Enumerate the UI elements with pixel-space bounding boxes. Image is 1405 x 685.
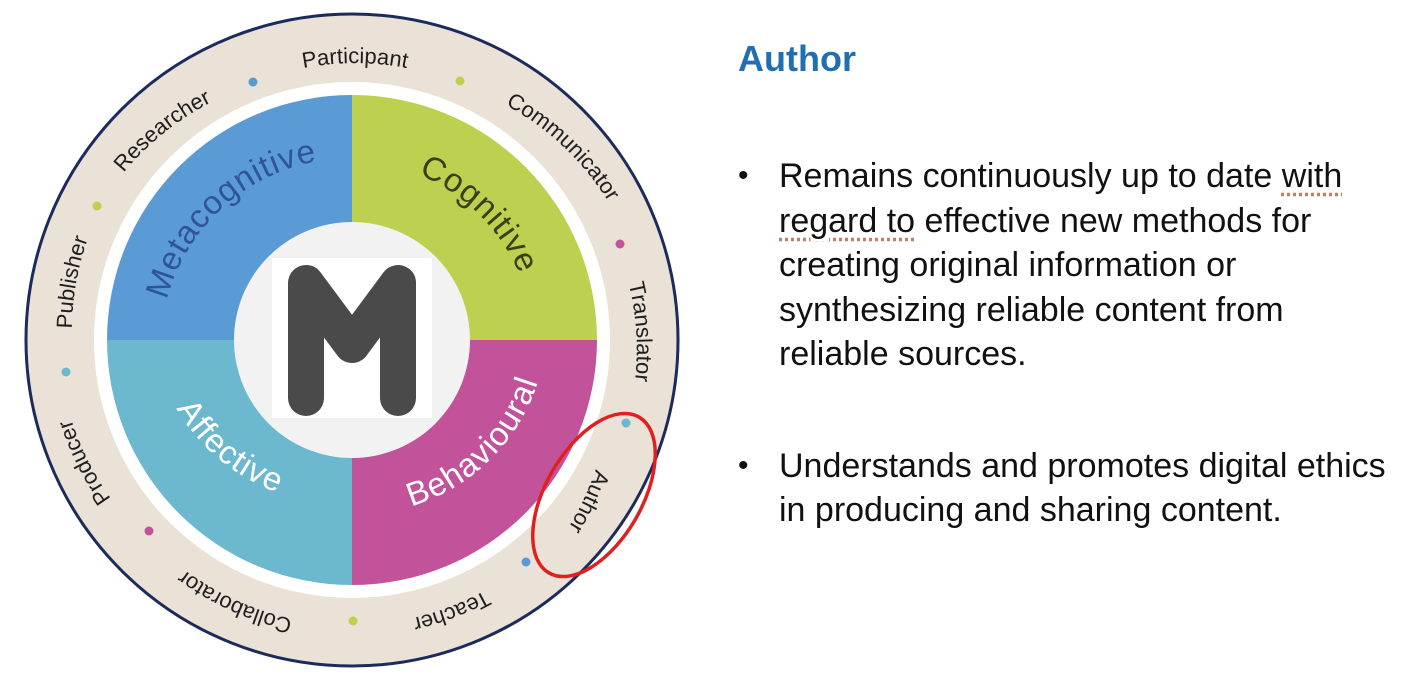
m-logo-icon [288, 265, 416, 416]
ring-dot [92, 201, 102, 211]
bullet-text: Understands and promotes digital ethics … [779, 446, 1386, 530]
digital-literacy-wheel: Metacognitive Cognitive Affective Behavi… [24, 12, 680, 668]
ring-dot [615, 239, 625, 249]
panel-title: Author [738, 38, 856, 79]
list-item: • Understands and promotes digital ethic… [738, 444, 1393, 533]
ring-dot [248, 77, 258, 87]
ring-dot [521, 557, 531, 567]
description-list: • Remains continuously up to date with r… [738, 154, 1393, 533]
bullet-icon: • [738, 448, 749, 482]
ring-dot [621, 418, 631, 428]
bullet-icon: • [738, 159, 749, 192]
ring-dot [144, 526, 154, 536]
ring-dot [455, 76, 465, 86]
ring-dot [348, 616, 358, 626]
role-participant: Participant [300, 43, 410, 73]
ring-dot [61, 367, 71, 377]
list-item: • Remains continuously up to date with r… [738, 154, 1393, 377]
bullet-text: Remains continuously up to date with reg… [779, 157, 1343, 373]
author-highlight-ellipse [530, 411, 658, 579]
spellcheck-underlined-text: with regard to [779, 157, 1343, 240]
